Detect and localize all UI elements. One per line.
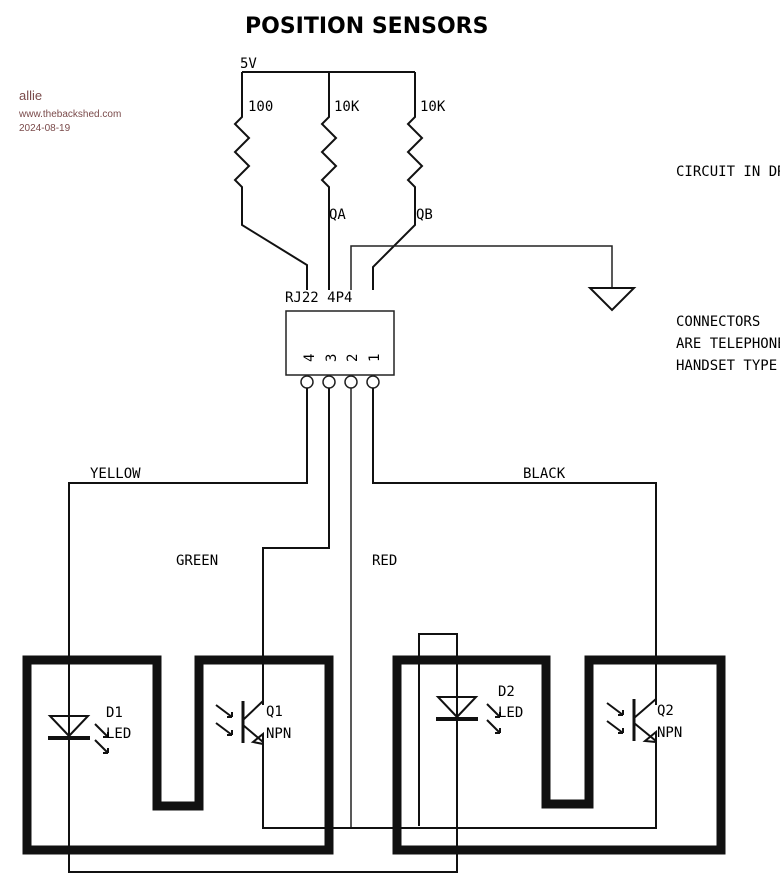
- emitter-arrow-icon: [642, 729, 657, 744]
- wire-yellow: [68, 388, 458, 873]
- wire-label-black: BLACK: [523, 466, 566, 482]
- led-d1-type: LED: [106, 726, 131, 742]
- resistor-100: 100: [233, 72, 308, 290]
- led-d2-type: LED: [498, 705, 523, 721]
- led-d2: D2 LED: [435, 684, 523, 734]
- phototransistor-q1: Q1 NPN: [215, 700, 291, 746]
- note-connectors-1: CONNECTORS: [676, 314, 760, 330]
- note-connectors-2: ARE TELEPHONE: [676, 336, 780, 352]
- q1-type: NPN: [266, 726, 291, 742]
- watermark-author: allie: [19, 88, 43, 103]
- pin-4: 4: [302, 354, 318, 362]
- led-icon: [47, 715, 91, 738]
- wire-black: [372, 388, 657, 705]
- q2-ref: Q2: [657, 703, 674, 719]
- pin-3: 3: [324, 354, 340, 362]
- rj22-connector: RJ22 4P4 4 3 2 1: [285, 290, 395, 389]
- led-d1-ref: D1: [106, 705, 123, 721]
- resistor-10k-qb: 10K QB: [372, 72, 446, 290]
- wire-green: [262, 388, 330, 705]
- pin-1: 1: [367, 354, 383, 362]
- watermark-date: 2024-08-19: [19, 123, 71, 134]
- net-label-qa: QA: [329, 207, 346, 223]
- net-label-qb: QB: [416, 207, 433, 223]
- wire-label-green: GREEN: [176, 553, 218, 569]
- wire-label-yellow: YELLOW: [90, 466, 141, 482]
- resistor-value: 10K: [420, 99, 446, 115]
- phototransistor-q2: Q2 NPN: [606, 698, 682, 744]
- resistor-value: 100: [248, 99, 273, 115]
- note-connectors-3: HANDSET TYPE: [676, 358, 777, 374]
- ground-icon: [587, 287, 637, 312]
- led-icon: [435, 696, 479, 719]
- emitter-arrow-icon: [250, 731, 264, 746]
- led-d2-ref: D2: [498, 684, 515, 700]
- q2-type: NPN: [657, 725, 682, 741]
- supply-label: 5V: [240, 56, 257, 72]
- note-circuit: CIRCUIT IN DRO: [676, 164, 780, 180]
- diagram-title: POSITION SENSORS: [245, 14, 488, 39]
- sensor-housing-2: [392, 655, 726, 855]
- pin-2: 2: [345, 354, 361, 362]
- watermark-site: www.thebackshed.com: [19, 109, 122, 120]
- connector-label: RJ22 4P4: [285, 290, 352, 306]
- wire-label-red: RED: [372, 553, 397, 569]
- q1-ref: Q1: [266, 704, 283, 720]
- return-bus: [262, 743, 657, 829]
- led-d1: D1 LED: [47, 705, 131, 754]
- ground: [350, 245, 637, 312]
- resistor-10k-qa: 10K QA: [320, 72, 360, 290]
- sensor-housing-1: [22, 655, 334, 855]
- resistor-value: 10K: [334, 99, 360, 115]
